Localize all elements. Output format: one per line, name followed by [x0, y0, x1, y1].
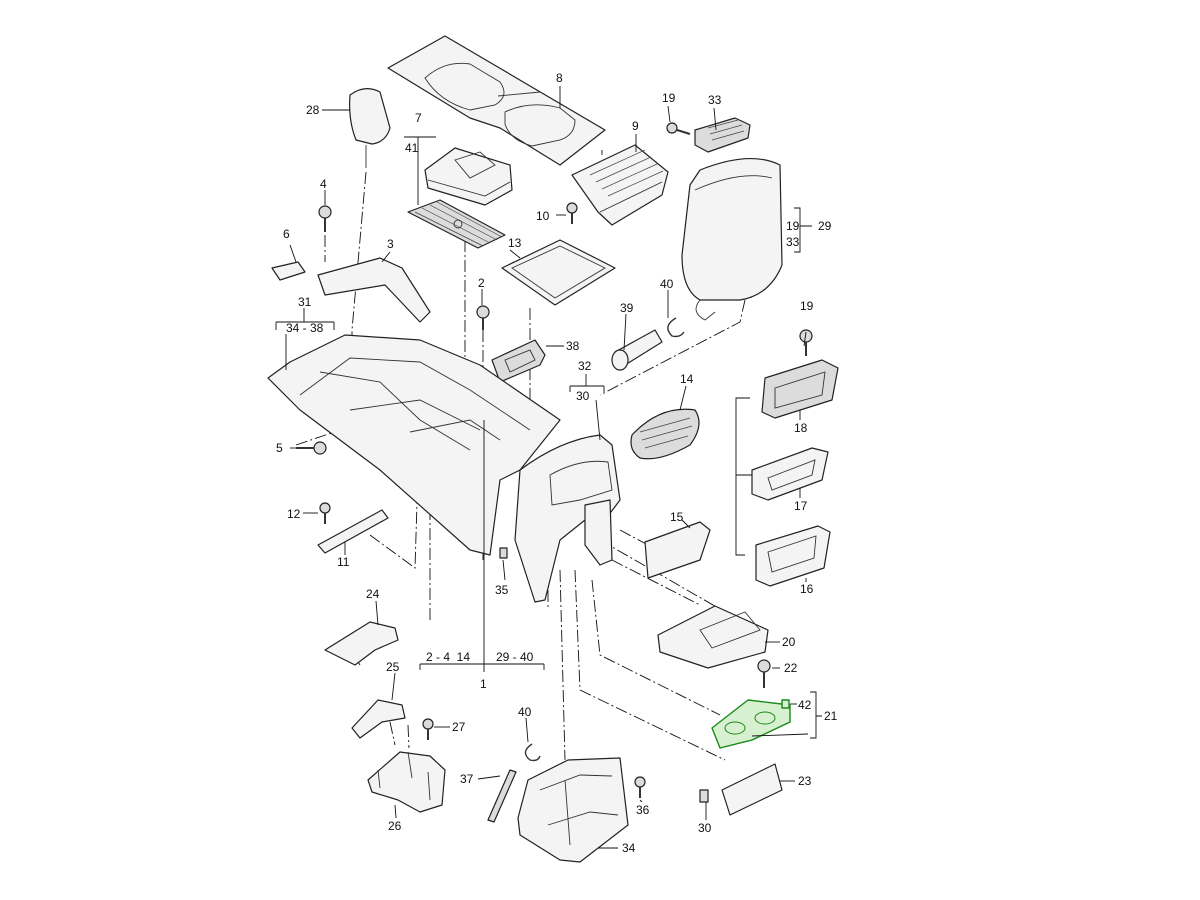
- label-18: 18: [794, 421, 808, 435]
- screw-12-icon: [319, 502, 331, 524]
- part-6-clip: [271, 261, 306, 281]
- part-9-storage-box: [571, 144, 669, 226]
- label-33b: 33: [786, 235, 800, 249]
- label-3: 3: [387, 237, 394, 251]
- label-19c: 19: [800, 299, 814, 313]
- part-7-shift-cover: [424, 147, 513, 206]
- part-11-bracket: [317, 509, 389, 554]
- part-23-panel: [721, 763, 783, 816]
- label-9: 9: [632, 119, 639, 133]
- label-41: 41: [405, 141, 419, 155]
- label-27: 27: [452, 720, 466, 734]
- label-30a: 30: [576, 389, 590, 403]
- part-17-insert: [751, 447, 829, 501]
- clip-30-icon: [699, 789, 709, 803]
- screw-19a-icon: [666, 122, 691, 135]
- label-7: 7: [415, 111, 422, 125]
- label-31: 31: [298, 295, 312, 309]
- part-32-rear-panel: [514, 434, 621, 603]
- label-24: 24: [366, 587, 380, 601]
- label-6: 6: [283, 227, 290, 241]
- label-19b: 19: [786, 219, 800, 233]
- part-8-console-cover: [387, 35, 606, 166]
- part-37-tool: [487, 769, 517, 823]
- part-25-bracket: [351, 699, 406, 739]
- label-29: 29: [818, 219, 832, 233]
- screws: [296, 122, 813, 803]
- label-36: 36: [636, 803, 650, 817]
- part-41-mat: [407, 199, 506, 249]
- part-26-frame: [367, 751, 446, 813]
- label-15: 15: [670, 510, 684, 524]
- part-number-labels: 8 28 7 41 19 33 9 19 33 29 4 10 6 3 13 2…: [276, 71, 838, 855]
- label-2: 2: [478, 276, 485, 290]
- label-26: 26: [388, 819, 402, 833]
- label-16: 16: [800, 582, 814, 596]
- part-20-tray: [657, 605, 769, 669]
- screw-19b-icon: [799, 329, 813, 356]
- part-24-bracket: [324, 621, 399, 666]
- part-29-armrest: [681, 158, 783, 321]
- label-34: 34: [622, 841, 636, 855]
- label-42: 42: [798, 698, 812, 712]
- part-40-clip-ring: [667, 317, 685, 338]
- part-16-insert: [755, 525, 831, 587]
- label-32: 32: [578, 359, 592, 373]
- part-33-switch: [694, 117, 751, 153]
- part-3-trim-strip: [317, 257, 431, 323]
- clip-42-icon: [781, 699, 790, 709]
- screw-10-icon: [566, 202, 578, 224]
- leader-lines: [275, 86, 822, 849]
- label-5: 5: [276, 441, 283, 455]
- label-12: 12: [287, 507, 301, 521]
- label-40a: 40: [660, 277, 674, 291]
- part-18-insert: [761, 359, 839, 419]
- screw-2-icon: [476, 305, 490, 330]
- screw-27-icon: [422, 718, 434, 740]
- part-21-cup-holder-highlighted: [711, 699, 791, 749]
- label-8: 8: [556, 71, 563, 85]
- clip-35-icon: [499, 547, 508, 559]
- part-39-tube: [611, 329, 663, 371]
- label-28: 28: [306, 103, 320, 117]
- label-20: 20: [782, 635, 796, 649]
- label-group-right: 29 - 40: [496, 650, 534, 664]
- label-39: 39: [620, 301, 634, 315]
- part-34-lower-box: [517, 757, 629, 863]
- label-19a: 19: [662, 91, 676, 105]
- screw-5-icon: [296, 441, 327, 455]
- screw-4-icon: [318, 205, 332, 232]
- label-40b: 40: [518, 705, 532, 719]
- part-15-cover: [644, 521, 711, 579]
- label-35: 35: [495, 583, 509, 597]
- screw-22-icon: [757, 659, 771, 688]
- label-11: 11: [337, 555, 350, 569]
- screw-36-icon: [634, 776, 646, 798]
- label-17: 17: [794, 499, 808, 513]
- label-22: 22: [784, 661, 798, 675]
- label-25: 25: [386, 660, 400, 674]
- part-40-clip-ring-lower: [524, 743, 541, 762]
- part-38-bracket: [491, 339, 546, 383]
- label-37: 37: [460, 772, 474, 786]
- label-group-left: 2 - 4 14: [426, 650, 470, 664]
- part-28-lid: [349, 88, 391, 168]
- label-38: 38: [566, 339, 580, 353]
- label-1: 1: [480, 677, 487, 691]
- part-14-air-vent: [630, 408, 700, 460]
- label-23: 23: [798, 774, 812, 788]
- label-10: 10: [536, 209, 550, 223]
- label-30b: 30: [698, 821, 712, 835]
- label-14: 14: [680, 372, 694, 386]
- part-13-tray: [501, 239, 616, 306]
- label-33a: 33: [708, 93, 722, 107]
- label-13: 13: [508, 236, 522, 250]
- label-4: 4: [320, 177, 327, 191]
- label-21: 21: [824, 709, 838, 723]
- label-34-38: 34 - 38: [286, 321, 324, 335]
